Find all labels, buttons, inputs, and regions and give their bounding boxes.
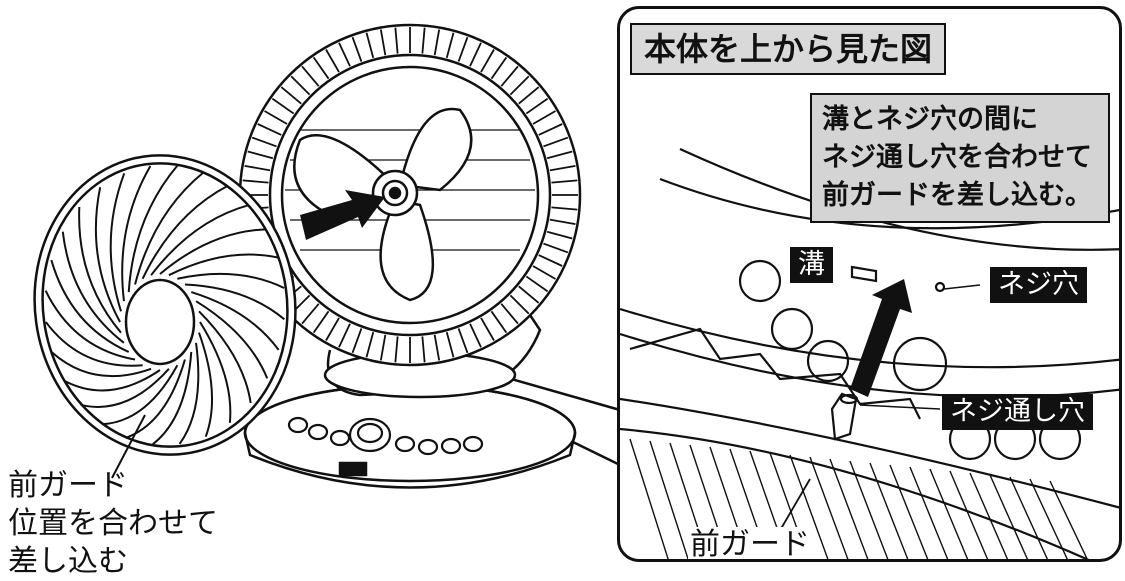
- top-view-inset: 本体を上から見た図 溝とネジ穴の間に ネジ通し穴を合わせて 前ガードを差し込む。…: [617, 6, 1122, 562]
- note-line-3: 前ガードを差し込む。: [822, 180, 1092, 211]
- fan-illustration: [33, 23, 621, 489]
- instruction-note: 溝とネジ穴の間に ネジ通し穴を合わせて 前ガードを差し込む。: [810, 93, 1110, 223]
- note-line-1: 溝とネジ穴の間に: [822, 104, 1038, 135]
- note-line-2: ネジ通し穴を合わせて: [822, 142, 1092, 173]
- assembly-diagram: 前ガード 位置を合わせて 差し込む: [8, 6, 1122, 579]
- screw-hole-tag: ネジ穴: [990, 267, 1087, 303]
- inset-front-guard-caption: 前ガード: [688, 527, 812, 562]
- inset-title: 本体を上から見た図: [630, 23, 947, 75]
- front-guard-label: 前ガード 位置を合わせて 差し込む: [8, 467, 218, 581]
- front-guard-label-line2: 位置を合わせて: [8, 506, 218, 541]
- front-guard-label-line1: 前ガード: [8, 468, 128, 503]
- groove-tag: 溝: [790, 247, 833, 283]
- front-guard-label-line3: 差し込む: [8, 544, 128, 579]
- screw-through-hole-tag: ネジ通し穴: [942, 394, 1093, 430]
